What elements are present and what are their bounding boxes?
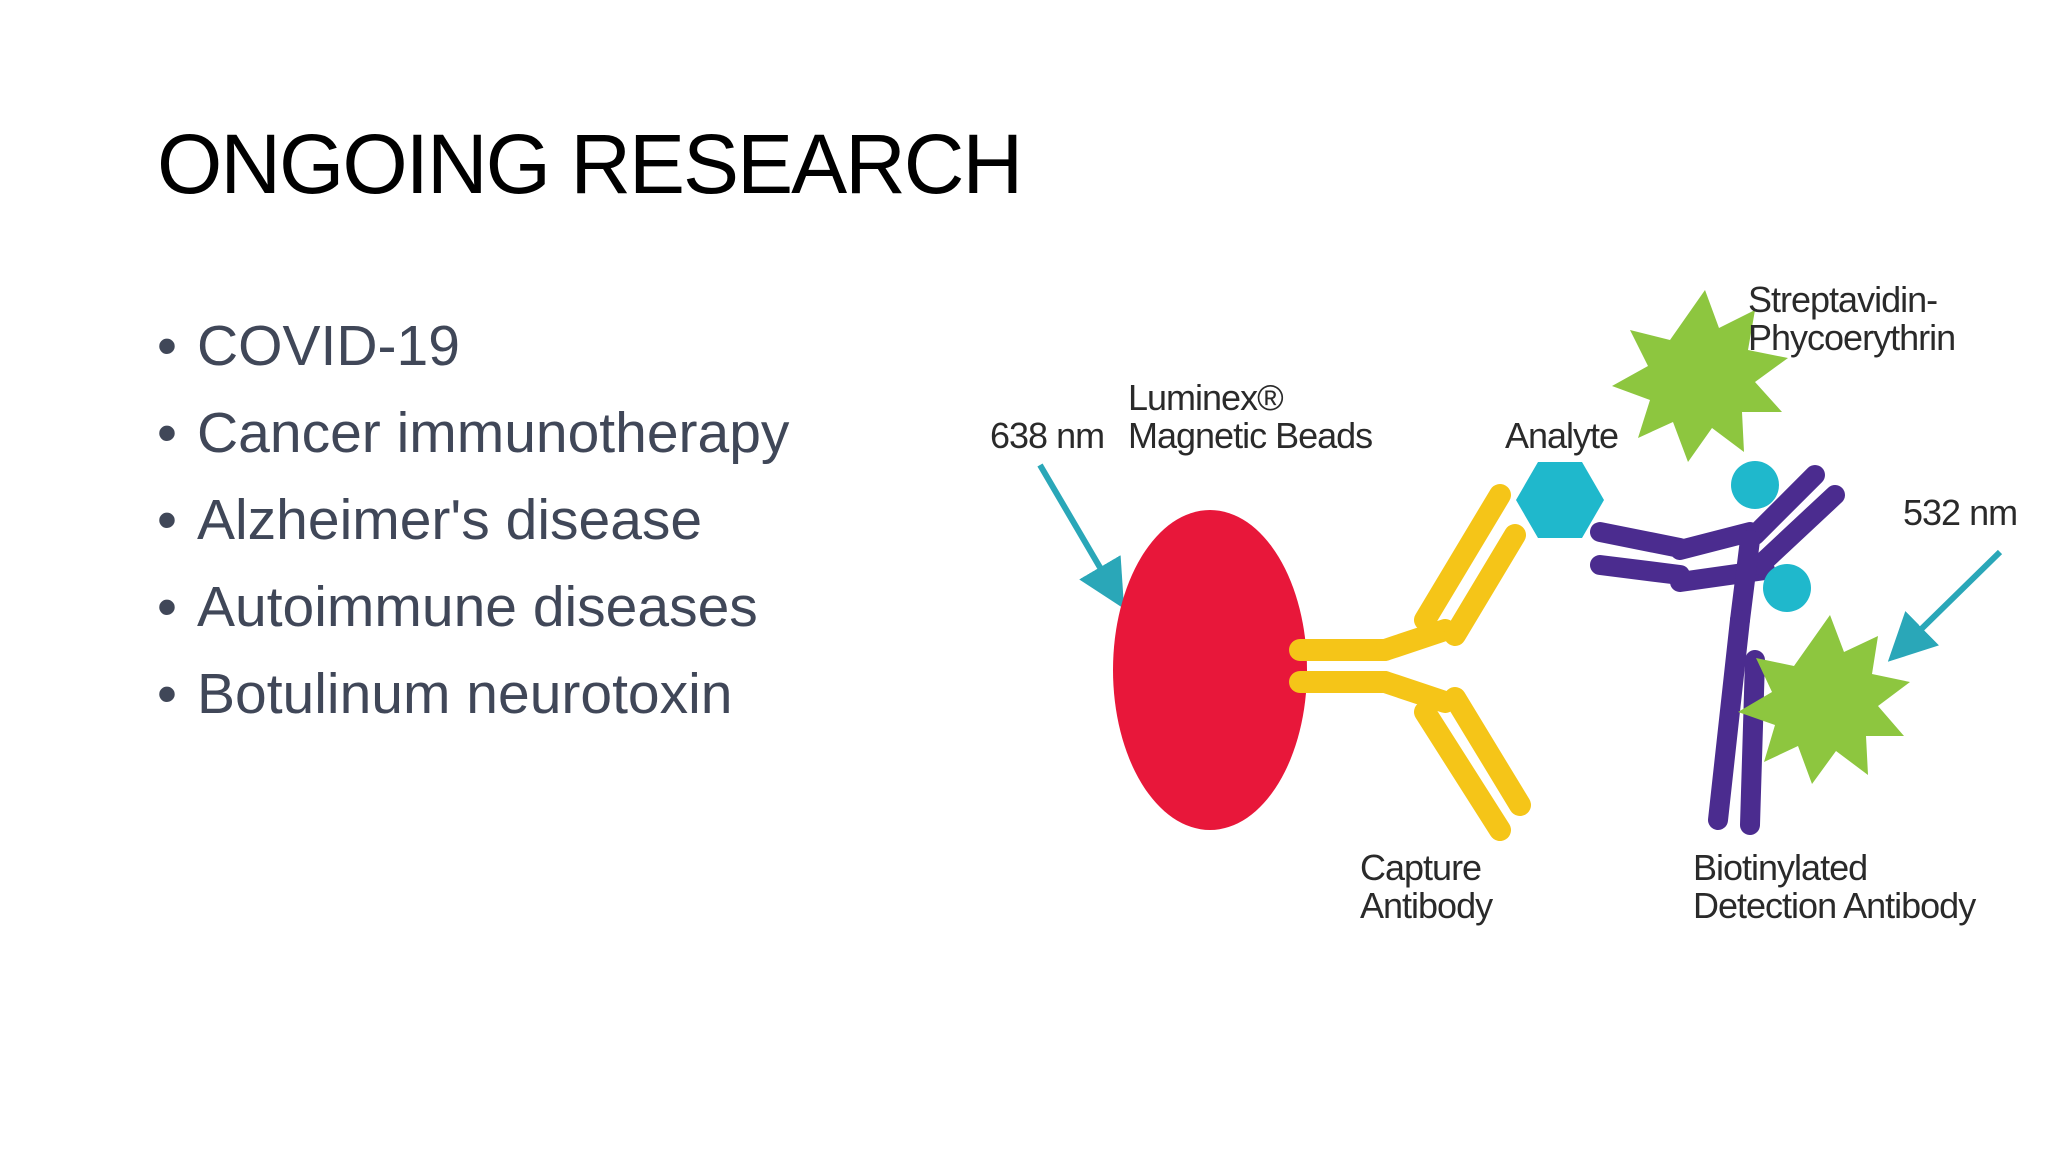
bullet-item: • Botulinum neurotoxin	[157, 656, 789, 743]
slide-title: ONGOING RESEARCH	[157, 117, 1023, 211]
magnetic-bead	[1113, 510, 1307, 830]
bullet-dot-icon: •	[157, 662, 177, 726]
bullet-text: Alzheimer's disease	[197, 488, 703, 552]
analyte-hexagon	[1516, 462, 1604, 538]
label-sape-line1: Streptavidin-	[1748, 279, 1937, 320]
detection-antibody	[1590, 465, 1845, 835]
label-capture-line2: Antibody	[1360, 885, 1493, 926]
streptavidin-pe-star-icon	[1738, 615, 1910, 784]
bullet-item: • Cancer immunotherapy	[157, 395, 789, 482]
luminex-assay-diagram: 638 nm Luminex® Magnetic Beads Analyte S…	[990, 279, 2018, 926]
bullet-dot-icon: •	[157, 488, 177, 552]
label-detection-line1: Biotinylated	[1693, 847, 1867, 888]
bullet-item: • Autoimmune diseases	[157, 569, 789, 656]
label-532nm: 532 nm	[1903, 492, 2017, 533]
label-sape-line2: Phycoerythrin	[1748, 317, 1955, 358]
bullet-text: Autoimmune diseases	[197, 575, 758, 639]
streptavidin-pe-star-icon	[1612, 290, 1788, 462]
bullet-text: COVID-19	[197, 314, 460, 378]
bullet-dot-icon: •	[157, 575, 177, 639]
laser-532-arrow	[1887, 549, 2003, 662]
label-capture-line1: Capture	[1360, 847, 1481, 888]
label-638nm: 638 nm	[990, 415, 1104, 456]
label-bead-line2: Magnetic Beads	[1128, 415, 1372, 456]
bullet-item: • COVID-19	[157, 308, 789, 395]
label-analyte: Analyte	[1505, 415, 1618, 456]
bullet-text: Cancer immunotherapy	[197, 401, 790, 465]
label-bead-line1: Luminex®	[1128, 377, 1283, 418]
bullet-dot-icon: •	[157, 401, 177, 465]
label-detection-line2: Detection Antibody	[1693, 885, 1976, 926]
bullet-text: Botulinum neurotoxin	[197, 662, 733, 726]
biotin-circle	[1731, 461, 1779, 509]
biotin-circle	[1763, 564, 1811, 612]
bullet-item: • Alzheimer's disease	[157, 482, 789, 569]
bullet-dot-icon: •	[157, 314, 177, 378]
bullet-list: • COVID-19 • Cancer immunotherapy • Alzheim…	[157, 308, 789, 743]
laser-638-arrow	[1037, 463, 1125, 609]
capture-antibody	[1289, 484, 1531, 841]
